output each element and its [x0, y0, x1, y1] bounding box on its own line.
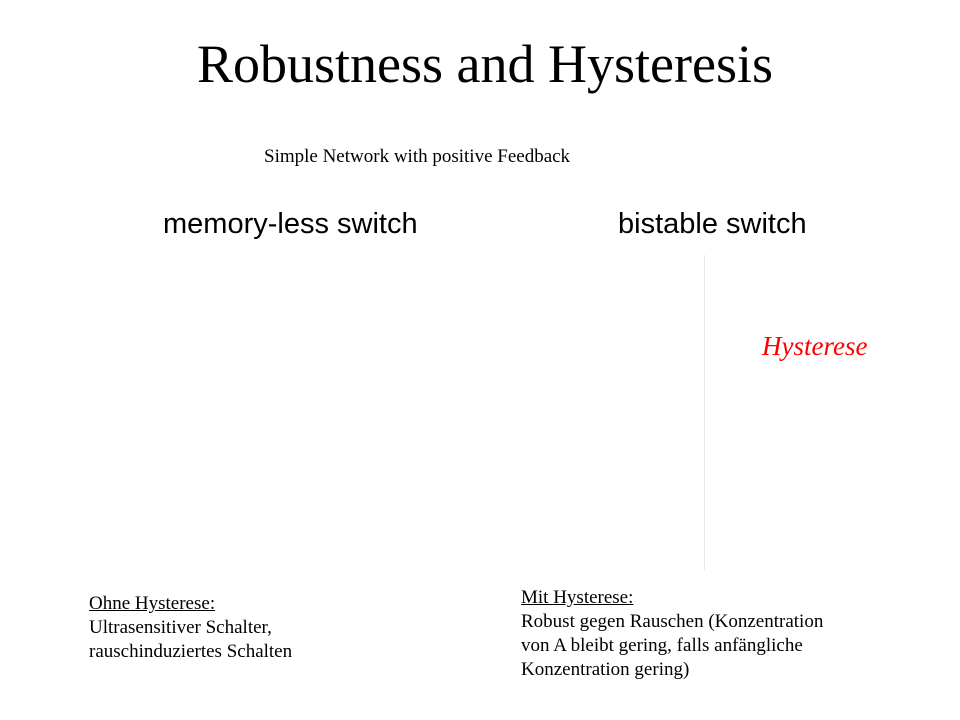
note-right-line: Konzentration gering): [521, 659, 690, 680]
note-with-hysteresis: Mit Hysterese: Robust gegen Rauschen (Ko…: [521, 586, 823, 682]
note-right-line: von A bleibt gering, falls anfängliche: [521, 635, 803, 656]
note-right-line: Robust gegen Rauschen (Konzentration: [521, 611, 824, 632]
hysteresis-annotation: Hysterese: [762, 331, 868, 361]
note-without-hysteresis: Ohne Hysterese: Ultrasensitiver Schalter…: [89, 592, 292, 664]
bistable-switch-label: bistable switch: [618, 208, 807, 240]
note-right-heading: Mit Hysterese:: [521, 587, 634, 608]
slide-title: Robustness and Hysteresis: [197, 34, 773, 94]
note-left-line: rauschinduziertes Schalten: [89, 641, 293, 662]
divider-line: [704, 255, 705, 570]
slide-subtitle: Simple Network with positive Feedback: [264, 146, 571, 167]
note-left-line: Ultrasensitiver Schalter,: [89, 617, 272, 638]
note-left-heading: Ohne Hysterese:: [89, 593, 216, 614]
memory-less-switch-label: memory-less switch: [163, 208, 418, 240]
